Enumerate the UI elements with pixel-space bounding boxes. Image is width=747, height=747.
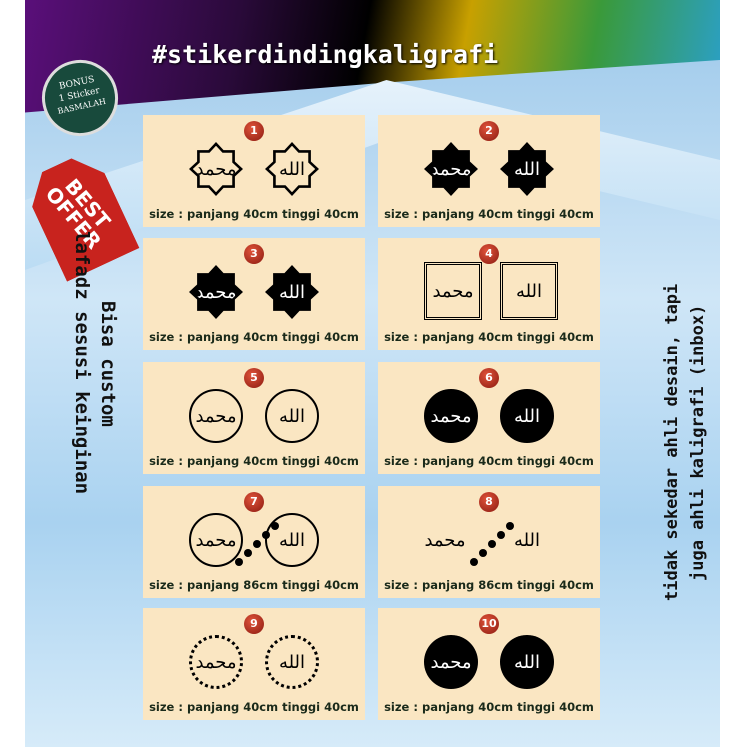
- size-label: size : panjang 86cm tinggi 40cm: [149, 578, 359, 592]
- calligraphy-text: محمد: [195, 405, 237, 427]
- size-label: size : panjang 40cm tinggi 40cm: [384, 330, 594, 344]
- hashtag-title: #stikerdindingkaligrafi: [152, 40, 499, 69]
- allah-emblem: الله: [265, 635, 319, 689]
- number-badge: 6: [479, 368, 499, 388]
- dot-ornament: [497, 531, 505, 539]
- size-label: size : panjang 40cm tinggi 40cm: [384, 454, 594, 468]
- calligraphy-text: الله: [268, 145, 316, 193]
- size-label: size : panjang 40cm tinggi 40cm: [149, 700, 359, 714]
- calligraphy-text: محمد: [195, 529, 237, 551]
- calligraphy-text: محمد: [424, 529, 466, 551]
- dot-ornament: [506, 522, 514, 530]
- size-label: size : panjang 40cm tinggi 40cm: [149, 330, 359, 344]
- size-label: size : panjang 40cm tinggi 40cm: [149, 454, 359, 468]
- calligraphy-text: الله: [515, 280, 543, 302]
- muhammad-emblem: محمد: [418, 513, 472, 567]
- size-label: size : panjang 40cm tinggi 40cm: [384, 207, 594, 221]
- calligraphy-text: محمد: [195, 651, 237, 673]
- muhammad-emblem: محمد: [424, 635, 478, 689]
- product-card[interactable]: 5 محمد الله size : panjang 40cm tinggi 40cm: [143, 362, 365, 474]
- number-badge: 3: [244, 244, 264, 264]
- allah-emblem: الله: [500, 513, 554, 567]
- calligraphy-text: الله: [503, 145, 551, 193]
- allah-emblem: الله: [265, 265, 319, 319]
- dot-ornament: [488, 540, 496, 548]
- number-badge: 1: [244, 121, 264, 141]
- allah-emblem: الله: [500, 142, 554, 196]
- dot-ornament: [479, 549, 487, 557]
- calligraphy-text: الله: [268, 268, 316, 316]
- product-card[interactable]: 8 محمد الله size : panjang 86cm tinggi 40cm: [378, 486, 600, 598]
- custom-line: lafadz sesusi keinginan: [71, 231, 93, 495]
- dot-ornament: [470, 558, 478, 566]
- number-badge: 9: [244, 614, 264, 634]
- calligraphy-text: الله: [513, 651, 541, 673]
- number-badge: 7: [244, 492, 264, 512]
- muhammad-emblem: محمد: [189, 389, 243, 443]
- muhammad-emblem: محمد: [424, 389, 478, 443]
- muhammad-emblem: محمد: [189, 513, 243, 567]
- calligraphy-text: الله: [278, 529, 306, 551]
- allah-emblem: الله: [265, 142, 319, 196]
- product-card[interactable]: 7 محمد الله size : panjang 86cm tinggi 40cm: [143, 486, 365, 598]
- expert-line: tidak sekedar ahli desain, tapi: [662, 283, 682, 601]
- allah-emblem: الله: [500, 262, 558, 320]
- custom-line: Bisa custom: [97, 301, 119, 427]
- muhammad-emblem: محمد: [189, 265, 243, 319]
- number-badge: 5: [244, 368, 264, 388]
- number-badge: 8: [479, 492, 499, 512]
- number-badge: 2: [479, 121, 499, 141]
- muhammad-emblem: محمد: [189, 635, 243, 689]
- muhammad-emblem: محمد: [424, 262, 482, 320]
- calligraphy-text: محمد: [432, 280, 474, 302]
- custom-text: Bisa custom lafadz sesusi keinginan: [69, 231, 121, 531]
- size-label: size : panjang 40cm tinggi 40cm: [149, 207, 359, 221]
- dot-ornament: [235, 558, 243, 566]
- allah-emblem: الله: [265, 389, 319, 443]
- product-card[interactable]: 6 محمد الله size : panjang 40cm tinggi 40cm: [378, 362, 600, 474]
- dot-ornament: [253, 540, 261, 548]
- allah-emblem: الله: [500, 389, 554, 443]
- calligraphy-text: محمد: [430, 405, 472, 427]
- product-card[interactable]: 10 محمد الله size : panjang 40cm tinggi 40c…: [378, 608, 600, 720]
- size-label: size : panjang 86cm tinggi 40cm: [384, 578, 594, 592]
- dot-ornament: [271, 522, 279, 530]
- calligraphy-text: محمد: [192, 145, 240, 193]
- allah-emblem: الله: [500, 635, 554, 689]
- muhammad-emblem: محمد: [424, 142, 478, 196]
- expert-line: juga ahli kaligrafi (inbox): [688, 304, 708, 581]
- calligraphy-text: الله: [278, 405, 306, 427]
- calligraphy-text: محمد: [430, 651, 472, 673]
- calligraphy-text: الله: [278, 651, 306, 673]
- background: [25, 0, 720, 747]
- calligraphy-text: محمد: [427, 145, 475, 193]
- dot-ornament: [262, 531, 270, 539]
- number-badge: 10: [479, 614, 499, 634]
- allah-emblem: الله: [265, 513, 319, 567]
- number-badge: 4: [479, 244, 499, 264]
- size-label: size : panjang 40cm tinggi 40cm: [384, 700, 594, 714]
- calligraphy-text: الله: [513, 405, 541, 427]
- expert-text: tidak sekedar ahli desain, tapi juga ahl…: [659, 231, 711, 601]
- product-card[interactable]: 9 محمد الله size : panjang 40cm tinggi 40cm: [143, 608, 365, 720]
- calligraphy-text: محمد: [192, 268, 240, 316]
- dot-ornament: [244, 549, 252, 557]
- muhammad-emblem: محمد: [189, 142, 243, 196]
- calligraphy-text: الله: [513, 529, 541, 551]
